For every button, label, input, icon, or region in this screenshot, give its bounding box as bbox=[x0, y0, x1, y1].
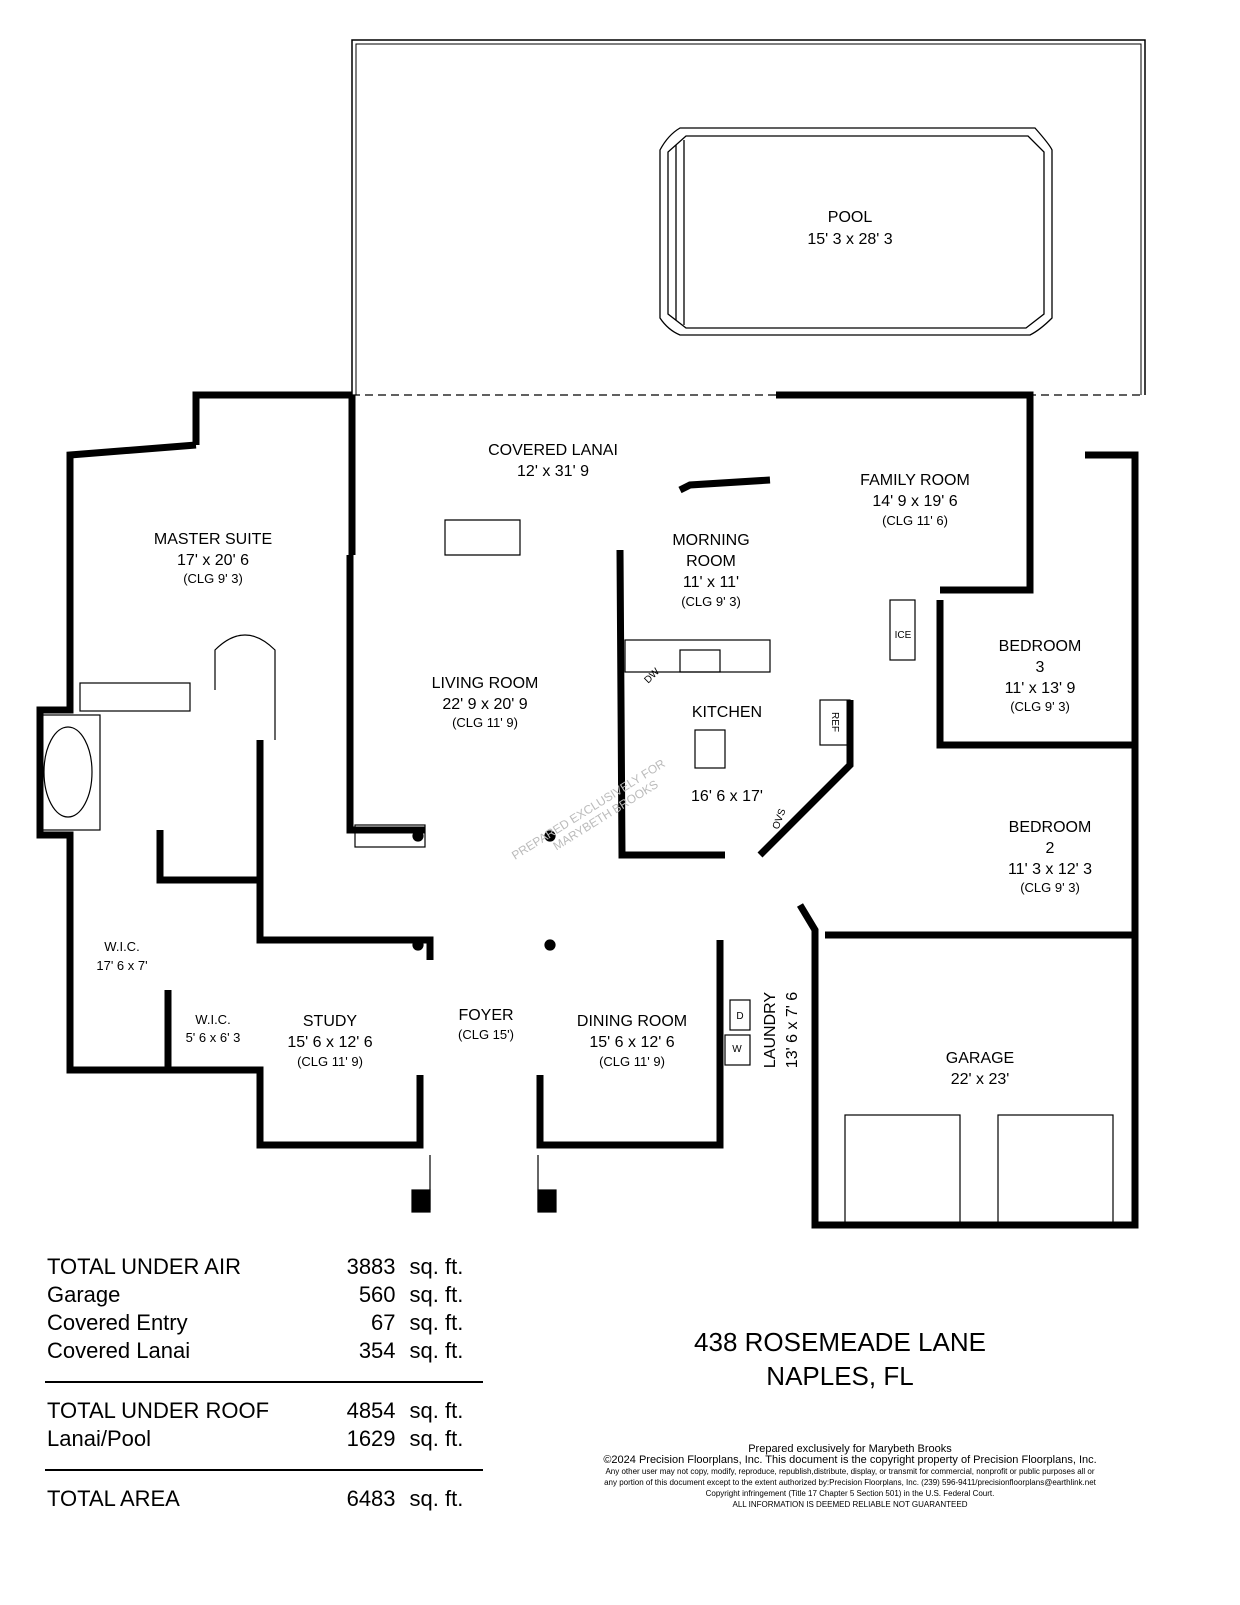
totals-row: Lanai/Pool 1629 sq. ft. bbox=[47, 1425, 487, 1453]
totals-unit: sq. ft. bbox=[409, 1398, 464, 1423]
dining-room-dims: 15' 6 x 12' 6 bbox=[589, 1034, 674, 1051]
bedroom2-dims: 11' 3 x 12' 3 bbox=[1008, 861, 1092, 878]
kitchen-dims: 16' 6 x 17' bbox=[691, 788, 763, 805]
totals-unit: sq. ft. bbox=[409, 1282, 464, 1307]
totals-value: 354 bbox=[358, 1338, 396, 1363]
master-suite-dims: 17' x 20' 6 bbox=[177, 552, 249, 569]
morning-room-ceiling: (CLG 9' 3) bbox=[681, 594, 741, 609]
laundry-dims: 13' 6 x 7' 6 bbox=[784, 992, 801, 1068]
family-room-ceiling: (CLG 11' 6) bbox=[882, 513, 948, 528]
totals-row: TOTAL AREA 6483 sq. ft. bbox=[47, 1485, 487, 1513]
area-totals: TOTAL UNDER AIR 3883 sq. ft. Garage 560 sq. … bbox=[45, 1253, 487, 1513]
bedroom3-number: 3 bbox=[1036, 659, 1045, 676]
study-dims: 15' 6 x 12' 6 bbox=[287, 1034, 372, 1051]
footer-line-6: ALL INFORMATION IS DEEMED RELIABLE NOT G… bbox=[732, 1500, 968, 1509]
totals-unit: sq. ft. bbox=[409, 1486, 464, 1511]
room-labels: POOL 15' 3 x 28' 3 COVERED LANAI 12' x 3… bbox=[96, 209, 1092, 1088]
dishwasher-label: DW bbox=[642, 666, 662, 686]
living-room-label: LIVING ROOM bbox=[432, 675, 539, 692]
bedroom3-label: BEDROOM bbox=[999, 638, 1082, 655]
totals-label: Lanai/Pool bbox=[47, 1426, 151, 1451]
bedroom2-label: BEDROOM bbox=[1009, 819, 1092, 836]
ice-maker-label: ICE bbox=[895, 630, 912, 641]
small-wic-label: W.I.C. bbox=[195, 1012, 230, 1027]
bedroom3-ceiling: (CLG 9' 3) bbox=[1010, 699, 1070, 714]
garage-label: GARAGE bbox=[946, 1050, 1014, 1067]
totals-value: 3883 bbox=[346, 1254, 396, 1279]
totals-value: 4854 bbox=[346, 1398, 396, 1423]
bedroom3-dims: 11' x 13' 9 bbox=[1005, 680, 1076, 697]
morning-room-dims: 11' x 11' bbox=[683, 574, 739, 591]
totals-label: TOTAL UNDER AIR bbox=[47, 1254, 241, 1279]
study-ceiling: (CLG 11' 9) bbox=[297, 1054, 363, 1069]
garage-dims: 22' x 23' bbox=[951, 1071, 1010, 1088]
pool-enclosure bbox=[351, 39, 1146, 396]
morning-room-label: MORNING bbox=[672, 532, 749, 549]
living-room-dims: 22' 9 x 20' 9 bbox=[442, 696, 527, 713]
totals-row: Garage 560 sq. ft. bbox=[47, 1281, 487, 1309]
bedroom2-ceiling: (CLG 9' 3) bbox=[1020, 880, 1080, 895]
copyright-footer: Prepared exclusively for Marybeth Brooks… bbox=[560, 1444, 1140, 1510]
totals-value: 67 bbox=[371, 1310, 396, 1335]
address-line-2: NAPLES, FL bbox=[766, 1361, 914, 1391]
pool-dims: 15' 3 x 28' 3 bbox=[807, 231, 892, 248]
washer-label: W bbox=[732, 1044, 742, 1055]
totals-row: TOTAL UNDER AIR 3883 sq. ft. bbox=[47, 1253, 487, 1281]
totals-unit: sq. ft. bbox=[409, 1338, 464, 1363]
pool bbox=[659, 127, 1053, 336]
master-suite-label: MASTER SUITE bbox=[154, 531, 272, 548]
footer-line-5: Copyright infringement (Title 17 Chapter… bbox=[705, 1489, 995, 1498]
laundry-label: LAUNDRY bbox=[762, 992, 779, 1069]
bedroom2-number: 2 bbox=[1046, 840, 1055, 857]
totals-unit: sq. ft. bbox=[409, 1310, 464, 1335]
study-label: STUDY bbox=[303, 1013, 358, 1030]
master-wic-dims: 17' 6 x 7' bbox=[96, 958, 147, 973]
totals-label: TOTAL AREA bbox=[47, 1486, 180, 1511]
totals-value: 6483 bbox=[346, 1486, 396, 1511]
covered-lanai-label: COVERED LANAI bbox=[488, 442, 618, 459]
totals-unit: sq. ft. bbox=[409, 1426, 464, 1451]
foyer-label: FOYER bbox=[458, 1007, 513, 1024]
totals-row: Covered Lanai 354 sq. ft. bbox=[47, 1337, 487, 1365]
divider bbox=[45, 1381, 483, 1383]
master-wic-label: W.I.C. bbox=[104, 939, 139, 954]
dryer-label: D bbox=[736, 1011, 743, 1022]
divider bbox=[45, 1469, 483, 1471]
footer-line-4: any portion of this document except to t… bbox=[604, 1478, 1096, 1487]
morning-room-label-2: ROOM bbox=[686, 553, 736, 570]
totals-label: Covered Lanai bbox=[47, 1338, 191, 1363]
interior-lines bbox=[39, 519, 1114, 1228]
refrigerator-label: REF bbox=[829, 712, 840, 732]
foyer-ceiling: (CLG 15') bbox=[458, 1027, 514, 1042]
kitchen-label: KITCHEN bbox=[692, 704, 762, 721]
totals-value: 560 bbox=[358, 1282, 396, 1307]
dining-room-label: DINING ROOM bbox=[577, 1013, 687, 1030]
family-room-dims: 14' 9 x 19' 6 bbox=[872, 493, 957, 510]
footer-copyright: ©2024 Precision Floorplans, Inc. This do… bbox=[603, 1454, 1097, 1466]
dining-room-ceiling: (CLG 11' 9) bbox=[599, 1054, 665, 1069]
totals-label: TOTAL UNDER ROOF bbox=[47, 1398, 270, 1423]
footer-line-3: Any other user may not copy, modify, rep… bbox=[605, 1467, 1095, 1476]
pool-label: POOL bbox=[828, 209, 873, 226]
totals-value: 1629 bbox=[346, 1426, 396, 1451]
totals-row: Covered Entry 67 sq. ft. bbox=[47, 1309, 487, 1337]
totals-row: TOTAL UNDER ROOF 4854 sq. ft. bbox=[47, 1397, 487, 1425]
family-room-label: FAMILY ROOM bbox=[860, 472, 970, 489]
totals-label: Garage bbox=[47, 1282, 121, 1307]
walls bbox=[36, 391, 1139, 1229]
property-address: 438 ROSEMEADE LANE NAPLES, FL bbox=[640, 1325, 1040, 1393]
address-line-1: 438 ROSEMEADE LANE bbox=[694, 1327, 986, 1357]
watermark-line-1: PREPARED EXCLUSIVELY FOR bbox=[509, 756, 668, 862]
master-suite-ceiling: (CLG 9' 3) bbox=[183, 571, 243, 586]
totals-unit: sq. ft. bbox=[409, 1254, 464, 1279]
living-room-ceiling: (CLG 11' 9) bbox=[452, 715, 518, 730]
small-wic-dims: 5' 6 x 6' 3 bbox=[186, 1030, 241, 1045]
footer-prepared: Prepared exclusively for Marybeth Brooks bbox=[748, 1443, 952, 1455]
totals-label: Covered Entry bbox=[47, 1310, 188, 1335]
covered-lanai-dims: 12' x 31' 9 bbox=[517, 463, 589, 480]
